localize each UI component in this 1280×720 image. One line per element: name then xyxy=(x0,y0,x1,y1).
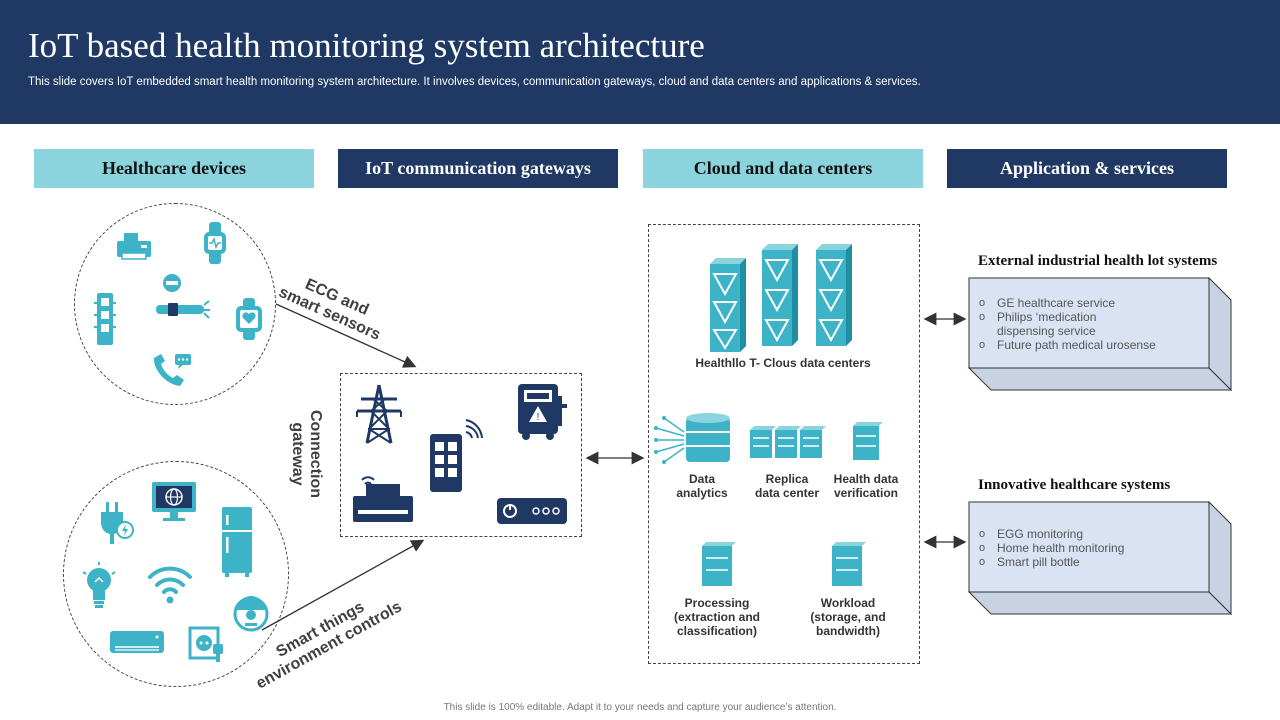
phone-icon xyxy=(153,354,191,386)
svg-text:!: ! xyxy=(537,412,540,423)
replica-data-center-label: Replica data center xyxy=(744,472,830,500)
innovative-item-2: Home health monitoring xyxy=(969,541,1124,555)
smartphone-icon xyxy=(430,419,483,492)
air-conditioner-icon xyxy=(110,631,164,653)
page-title: IoT based health monitoring system archi… xyxy=(28,26,705,65)
external-item-1: GE healthcare service xyxy=(969,296,1156,310)
workload-line1: Workload xyxy=(820,596,876,610)
external-item-2: Philips ‘medication xyxy=(969,310,1156,324)
memory-chip-icon xyxy=(94,293,116,345)
server-icon xyxy=(750,426,826,458)
processing-label: Processing (extraction and classificatio… xyxy=(666,596,768,638)
replica-line1: Replica xyxy=(765,472,809,486)
fridge-icon xyxy=(222,507,252,577)
external-systems-list: GE healthcare service Philips ‘medicatio… xyxy=(969,296,1156,352)
electric-meter-icon: ! xyxy=(518,384,567,440)
innovative-systems-heading: Innovative healthcare systems xyxy=(978,477,1171,493)
data-analytics-label: Data analytics xyxy=(660,472,744,500)
innovative-item-3: Smart pill bottle xyxy=(969,555,1124,569)
innovative-item-1: EGG monitoring xyxy=(969,527,1124,541)
workload-line2: (storage, and xyxy=(810,610,886,624)
innovative-systems-list: EGG monitoring Home health monitoring Sm… xyxy=(969,527,1124,569)
plug-icon xyxy=(101,502,134,544)
server-icon xyxy=(702,542,736,586)
tower-icon xyxy=(356,384,402,444)
server-icon xyxy=(853,422,883,460)
body-sensor-icon xyxy=(156,274,210,319)
verification-line1: Health data xyxy=(833,472,899,486)
monitor-globe-icon xyxy=(152,482,196,521)
gateway-label-line2: gateway xyxy=(289,422,306,486)
page-subtitle: This slide covers IoT embedded smart hea… xyxy=(28,76,921,88)
datacenters-label: Healthllo T- Clous data centers xyxy=(695,356,871,370)
gateway-box xyxy=(340,373,582,537)
category-healthcare-devices: Healthcare devices xyxy=(34,149,314,188)
router-icon xyxy=(353,476,413,522)
gateway-label-line1: Connection xyxy=(307,410,324,498)
robot-vacuum-icon xyxy=(233,596,269,632)
external-item-2-continued: dispensing service xyxy=(997,324,1096,338)
footer-note: This slide is 100% editable. Adapt it to… xyxy=(443,702,837,713)
header-banner: IoT based health monitoring system archi… xyxy=(0,0,1280,124)
smart-things-circle xyxy=(63,461,289,687)
data-analytics-line1: Data xyxy=(688,472,715,486)
workload-line3: bandwidth) xyxy=(816,624,880,638)
smartwatch-icon xyxy=(204,222,226,264)
database-icon xyxy=(654,413,730,464)
verification-line2: verification xyxy=(833,486,899,500)
processing-line1: Processing xyxy=(684,596,750,610)
heart-watch-icon xyxy=(236,298,262,340)
server-icon xyxy=(832,542,866,586)
external-systems-box: GE healthcare service Philips ‘medicatio… xyxy=(967,276,1233,392)
workload-label: Workload (storage, and bandwidth) xyxy=(798,596,898,638)
innovative-systems-box: EGG monitoring Home health monitoring Sm… xyxy=(967,500,1233,616)
external-systems-heading: External industrial health lot systems xyxy=(978,253,1218,269)
gateway-label: Connection gateway xyxy=(288,406,324,502)
modem-icon xyxy=(497,498,567,524)
category-application-services: Application & services xyxy=(947,149,1227,188)
external-item-3: Future path medical urosense xyxy=(969,338,1156,352)
cloud-box xyxy=(648,224,920,664)
category-iot-gateways: IoT communication gateways xyxy=(338,149,618,188)
socket-icon xyxy=(188,626,223,662)
category-cloud-data-centers: Cloud and data centers xyxy=(643,149,923,188)
server-icon xyxy=(710,244,852,352)
wifi-icon xyxy=(148,566,192,604)
printer-icon xyxy=(117,233,151,260)
replica-line2: data center xyxy=(754,486,820,500)
data-analytics-line2: analytics xyxy=(676,486,728,500)
processing-line2: (extraction and xyxy=(673,610,760,624)
healthcare-devices-circle xyxy=(74,203,276,405)
lightbulb-icon xyxy=(82,562,116,608)
health-data-verification-label: Health data verification xyxy=(826,472,906,500)
processing-line3: classification) xyxy=(676,624,758,638)
